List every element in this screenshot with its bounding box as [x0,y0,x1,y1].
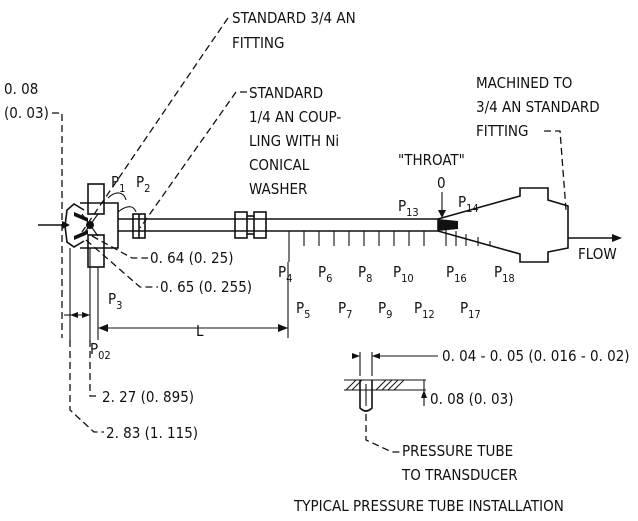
leader-dim-2-83 [69,340,104,433]
coupling-middle [234,211,267,239]
inlet-cap [64,203,85,248]
label-standard-3-4-an-fitting: STANDARD 3/4 AN FITTING [232,9,356,52]
dim-2-83-label: 2. 83 (1. 115) [106,424,198,442]
tap-label-p2: P2 [136,173,150,195]
svg-text:CONICAL: CONICAL [249,156,310,174]
tap-label-p14: P14 [458,193,479,215]
tap-label-p7: P7 [338,299,352,321]
tap-label-p16: P16 [446,263,467,285]
fitting-seal-top [74,212,88,222]
leader-dim-0-08 [52,112,63,338]
svg-text:P3: P3 [108,290,122,312]
inset-caption: TYPICAL PRESSURE TUBE INSTALLATION [293,497,564,515]
tap-label-p6: P6 [318,263,332,285]
tap-label-p4: P4 [278,263,292,285]
coupling-left [132,213,146,239]
svg-text:FITTING: FITTING [476,122,529,140]
inset-pressure-tube: 0. 04 - 0. 05 (0. 016 - 0. 02) 0. 08 (0.… [344,347,630,484]
svg-text:P14: P14 [458,193,479,215]
tap-label-p1: P1 [111,173,125,195]
svg-text:P13: P13 [398,197,419,219]
inset-wall-hatch [345,379,405,391]
svg-text:STANDARD: STANDARD [249,84,323,102]
svg-text:P7: P7 [338,299,352,321]
svg-text:1/4 AN COUP-: 1/4 AN COUP- [249,108,341,126]
diffuser-body [437,187,569,263]
tap-label-p10: P10 [393,263,414,285]
svg-text:WASHER: WASHER [249,180,307,198]
throat-zero-label: 0 [437,174,446,192]
inlet-arrow-head [62,221,70,229]
throat-label: "THROAT" [398,151,465,169]
outlet-arrow-head [612,234,622,242]
svg-text:0. 08: 0. 08 [4,80,38,98]
fitting-bottom-block [87,234,105,268]
p2-tap-tube [117,206,137,213]
leader-pressure-tube [365,414,400,453]
length-label: L [196,322,204,340]
label-dim-0-08: 0. 08 (0. 03) [4,80,49,122]
svg-text:P16: P16 [446,263,467,285]
svg-text:P10: P10 [393,263,414,285]
leader-dim-2-27 [89,340,98,397]
p1-tap-tube [107,192,127,201]
svg-text:P4: P4 [278,263,292,285]
fitting-center [86,221,94,229]
svg-text:P6: P6 [318,263,332,285]
inlet-fitting [64,183,137,268]
tap-label-p17: P17 [460,299,481,321]
svg-text:P18: P18 [494,263,515,285]
svg-text:P12: P12 [414,299,435,321]
dim-0-64-label: 0. 64 (0. 25) [150,249,233,267]
svg-text:P8: P8 [358,263,372,285]
svg-text:STANDARD 3/4 AN: STANDARD 3/4 AN [232,9,356,27]
leader-fitting-34 [81,17,229,233]
leader-dim-0-64 [91,235,148,259]
leader-machined [544,130,567,211]
tap-label-p5: P5 [296,299,310,321]
fitting-top-block [87,183,105,215]
tap-label-p02: P02 [90,340,111,362]
svg-text:P5: P5 [296,299,310,321]
pressure-tube-label-line1: PRESSURE TUBE [402,442,513,460]
leader-dim-0-65 [85,239,158,288]
pressure-tap-labels: P1 P2 P3 P02 P4 P5 P6 P7 P8 P9 P10 P12 P… [90,173,515,362]
label-machined-fitting: MACHINED TO 3/4 AN STANDARD FITTING [476,74,600,140]
tap-label-p3: P3 [108,290,122,312]
tap-label-p9: P9 [378,299,392,321]
dim-2-27-label: 2. 27 (0. 895) [102,388,194,406]
svg-text:MACHINED TO: MACHINED TO [476,74,572,92]
tap-label-p12: P12 [414,299,435,321]
dim-0-65-label: 0. 65 (0. 255) [160,278,252,296]
dim-l: L [64,262,289,340]
label-standard-1-4-an-coupling: STANDARD 1/4 AN COUP- LING WITH Ni CONIC… [249,84,341,198]
nozzle-diffuser [437,187,569,263]
tap-label-p18: P18 [494,263,515,285]
tap-label-p8: P8 [358,263,372,285]
flow-label: FLOW [578,245,617,263]
inset-tube [359,380,373,412]
svg-text:3/4 AN STANDARD: 3/4 AN STANDARD [476,98,600,116]
pressure-tap-ticks [288,230,491,262]
inset-gap-label: 0. 04 - 0. 05 (0. 016 - 0. 02) [442,347,630,365]
svg-text:P9: P9 [378,299,392,321]
tap-label-p13: P13 [398,197,419,219]
svg-text:P02: P02 [90,340,111,362]
fitting-body [80,202,119,249]
leader-coupling-14 [139,91,247,229]
pressure-tube-label-line2: TO TRANSDUCER [401,466,518,484]
svg-text:LING WITH Ni: LING WITH Ni [249,132,339,150]
svg-text:P2: P2 [136,173,150,195]
throat-shade [438,219,458,231]
svg-text:FITTING: FITTING [232,34,285,52]
svg-text:P17: P17 [460,299,481,321]
inset-depth-label: 0. 08 (0. 03) [430,390,513,408]
svg-text:P1: P1 [111,173,125,195]
svg-text:(0. 03): (0. 03) [4,104,49,122]
